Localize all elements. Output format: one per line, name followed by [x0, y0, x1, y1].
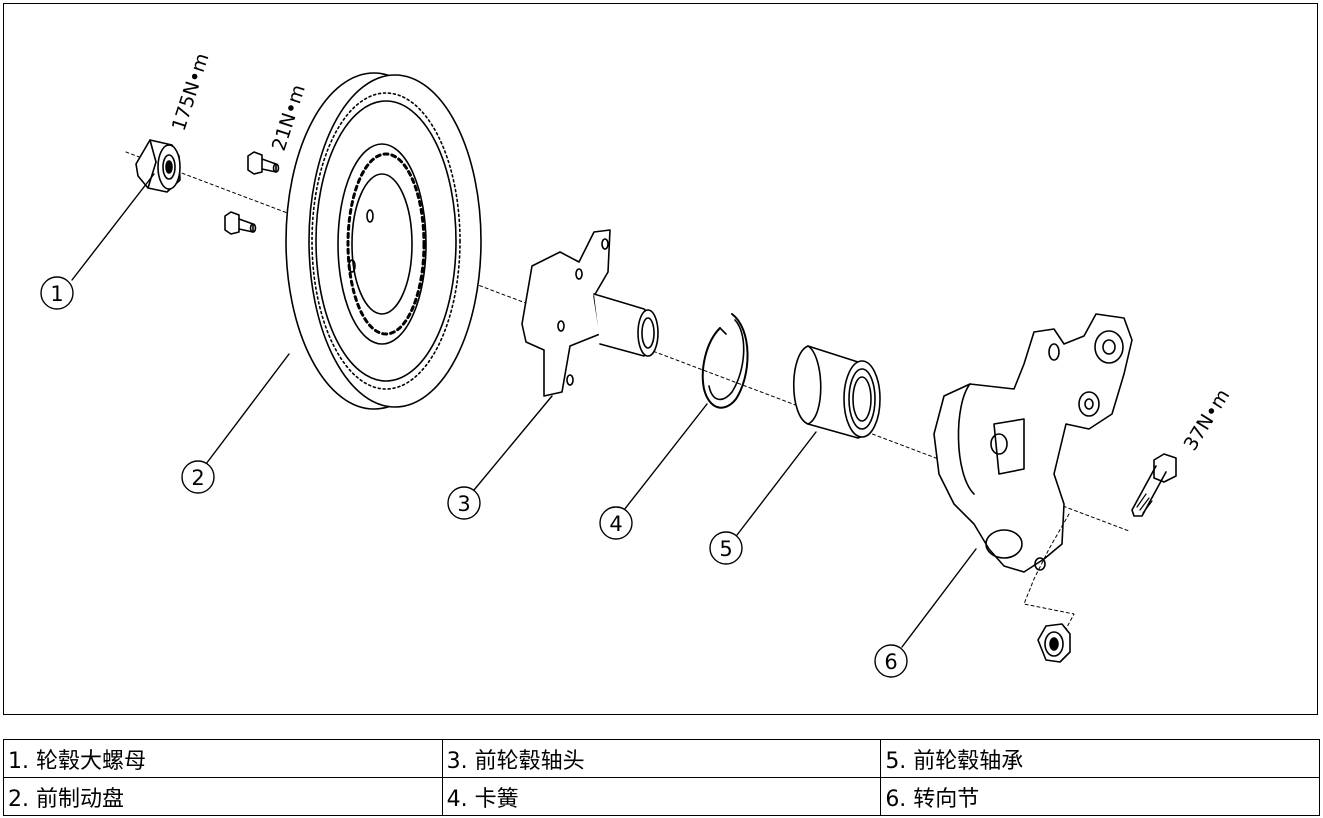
svg-text:4: 4 [609, 512, 622, 536]
callout-5: 5 [709, 531, 743, 565]
svg-text:2: 2 [191, 466, 204, 490]
svg-text:1: 1 [50, 282, 63, 306]
callout-3: 3 [447, 486, 481, 520]
disc-screw-upper [247, 151, 280, 175]
leader-line-2 [205, 353, 290, 465]
leader-line-6 [901, 548, 977, 648]
legend-cell: 3. 前轮毂轴头 [441, 739, 882, 778]
callout-6: 6 [874, 644, 908, 678]
hub-nut-part [135, 139, 181, 193]
exploded-diagram: 1 2 3 4 5 6 175N•m 21N•m 37N•m [3, 3, 1318, 715]
svg-text:3: 3 [457, 492, 470, 516]
parts-legend-table: 1. 轮毂大螺母 3. 前轮毂轴头 5. 前轮毂轴承 2. 前制动盘 4. 卡簧… [3, 739, 1320, 816]
steering-knuckle-part [933, 313, 1133, 573]
leader-line-5 [736, 431, 817, 536]
legend-row: 2. 前制动盘 4. 卡簧 6. 转向节 [3, 777, 1320, 816]
legend-cell: 1. 轮毂大螺母 [3, 739, 443, 778]
assembly-path-bolt [1023, 513, 1075, 630]
svg-text:6: 6 [884, 650, 897, 674]
leader-line-1 [71, 173, 155, 281]
callout-1: 1 [40, 276, 74, 310]
lower-nut-part [1037, 623, 1071, 663]
hub-spindle-part [521, 229, 659, 397]
legend-cell: 2. 前制动盘 [3, 777, 443, 816]
torque-label-nut: 175N•m [168, 50, 214, 133]
callout-4: 4 [599, 506, 633, 540]
leader-line-4 [623, 403, 708, 511]
brake-disc-part [285, 72, 482, 410]
bearing-part [793, 345, 881, 439]
bolt-part [1131, 453, 1177, 517]
svg-text:5: 5 [719, 537, 732, 561]
callout-2: 2 [181, 460, 215, 494]
legend-cell: 4. 卡簧 [441, 777, 882, 816]
legend-cell: 6. 转向节 [880, 777, 1320, 816]
legend-row: 1. 轮毂大螺母 3. 前轮毂轴头 5. 前轮毂轴承 [3, 739, 1320, 778]
circlip-part [701, 313, 749, 409]
legend-cell: 5. 前轮毂轴承 [880, 739, 1320, 778]
disc-screw-lower [224, 211, 257, 235]
torque-label-bolt: 37N•m [1180, 385, 1235, 454]
leader-line-3 [473, 395, 553, 491]
